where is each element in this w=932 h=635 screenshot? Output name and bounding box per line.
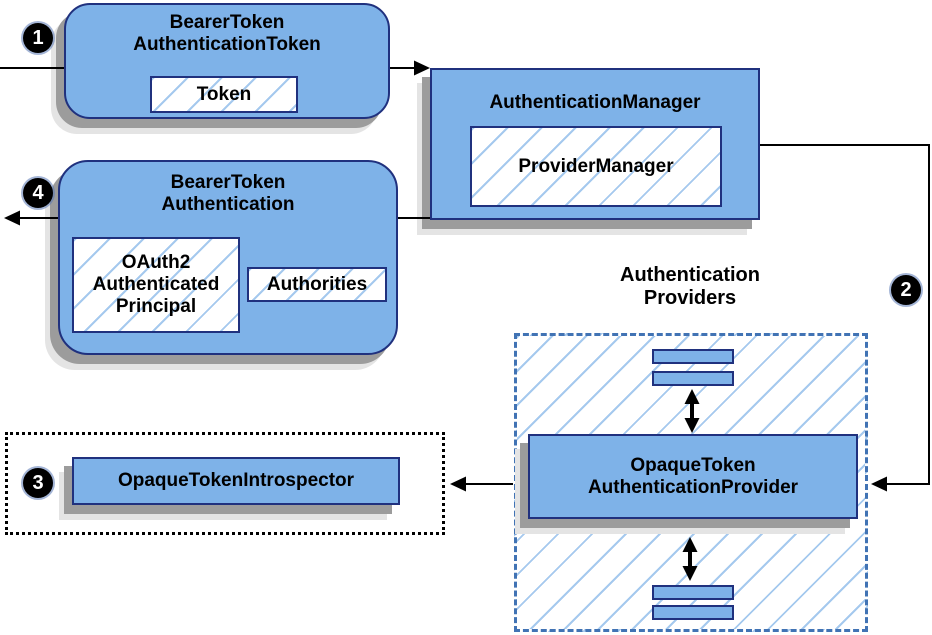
authorities-label: Authorities xyxy=(266,273,368,295)
provider-placeholder-bar xyxy=(652,605,734,620)
provider-manager-label: ProviderManager xyxy=(518,155,674,177)
provider-placeholder-bar xyxy=(652,371,734,386)
token-label: Token xyxy=(196,83,252,105)
opaque-token-introspector-label: OpaqueTokenIntrospector xyxy=(117,470,355,491)
authorities-inner-box: Authorities xyxy=(247,267,387,302)
step-2-badge: 2 xyxy=(891,275,921,305)
oauth2-authenticated-principal-label: OAuth2 Authenticated Principal xyxy=(92,252,220,317)
token-inner-box: Token xyxy=(150,76,298,113)
step-3-badge: 3 xyxy=(23,468,53,498)
bearer-token-authentication-title: BearerToken Authentication xyxy=(161,172,295,215)
step-3-number: 3 xyxy=(32,471,44,494)
authentication-providers-heading: Authentication Providers xyxy=(620,264,760,309)
provider-placeholder-bar xyxy=(652,585,734,600)
step-2-number: 2 xyxy=(900,278,912,301)
step-1-number: 1 xyxy=(32,26,44,49)
flow-arrow-authentication-returned xyxy=(4,210,58,226)
step-4-badge: 4 xyxy=(23,178,53,208)
bearer-token-authentication-token-title: BearerToken AuthenticationToken xyxy=(133,12,321,55)
opaque-token-authentication-provider-label: OpaqueToken AuthenticationProvider xyxy=(587,454,799,498)
authentication-manager-title: AuthenticationManager xyxy=(489,92,701,113)
flow-arrow-provider-to-introspector xyxy=(450,476,513,492)
flow-arrow-token-to-authentication-manager xyxy=(390,60,430,76)
opaque-token-authentication-provider-box: OpaqueToken AuthenticationProvider xyxy=(528,434,858,519)
opaque-token-introspector-box: OpaqueTokenIntrospector xyxy=(72,457,400,505)
step-1-badge: 1 xyxy=(23,23,53,53)
provider-manager-inner-box: ProviderManager xyxy=(470,126,722,207)
provider-placeholder-bar xyxy=(652,349,734,364)
step-4-number: 4 xyxy=(32,181,44,204)
oauth2-authenticated-principal-inner-box: OAuth2 Authenticated Principal xyxy=(72,237,240,333)
